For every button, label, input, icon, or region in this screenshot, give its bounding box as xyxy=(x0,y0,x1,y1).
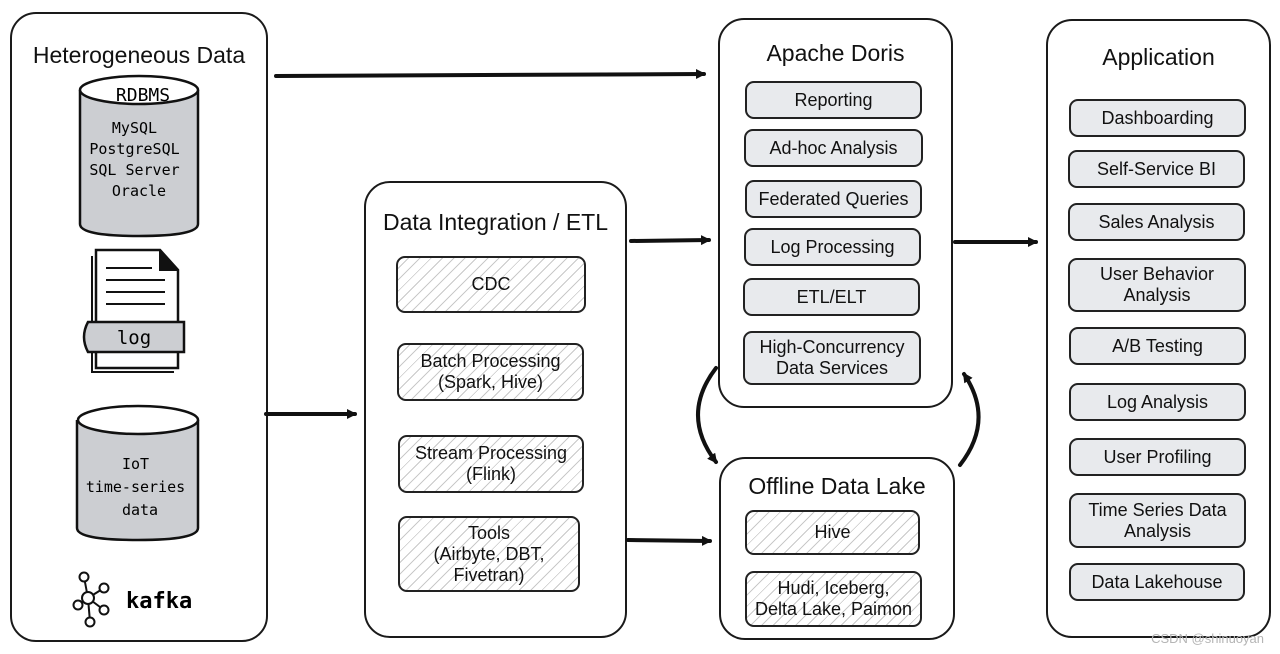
rdbms-items: MySQL PostgreSQL SQL Server Oracle xyxy=(89,119,188,200)
rdbms-item-0: MySQL xyxy=(112,119,157,137)
arrow-sources-to-doris xyxy=(274,69,706,80)
rdbms-item-1: PostgreSQL xyxy=(89,140,179,158)
app-item-data-lakehouse: Data Lakehouse xyxy=(1069,563,1245,601)
doris-item-reporting: Reporting xyxy=(745,81,922,119)
log-file-icon: log xyxy=(82,248,186,373)
watermark: CSDN @shinuoyan xyxy=(1151,631,1264,646)
lake-item-hive: Hive xyxy=(745,510,920,555)
etl-item-stream-processing: Stream Processing (Flink) xyxy=(398,435,584,493)
iot-database-icon: IoT time-series data xyxy=(75,404,200,542)
etl-title: Data Integration / ETL xyxy=(382,209,608,235)
kafka-label: kafka xyxy=(126,589,192,614)
application-title: Application xyxy=(1102,44,1215,70)
app-item-user-profiling: User Profiling xyxy=(1069,438,1246,476)
arrow-etl-to-lake xyxy=(626,535,712,546)
app-item-time-series-analysis: Time Series Data Analysis xyxy=(1069,493,1246,548)
log-label: log xyxy=(117,327,151,349)
iot-line-2: data xyxy=(122,501,158,519)
flow-arrows xyxy=(264,69,1038,546)
iot-label: IoT time-series data xyxy=(86,455,194,519)
lake-item-hudi-iceberg: Hudi, Iceberg, Delta Lake, Paimon xyxy=(745,571,922,627)
etl-item-batch-processing: Batch Processing (Spark, Hive) xyxy=(397,343,584,401)
rdbms-item-2: SQL Server xyxy=(89,161,179,179)
app-item-self-service-bi: Self-Service BI xyxy=(1068,150,1245,188)
apache-doris-title: Apache Doris xyxy=(766,40,905,66)
arrow-etl-to-doris xyxy=(629,235,711,246)
doris-item-adhoc-analysis: Ad-hoc Analysis xyxy=(744,129,923,167)
rdbms-label: RDBMS xyxy=(116,85,170,106)
doris-item-high-concurrency: High-Concurrency Data Services xyxy=(743,331,921,385)
rdbms-database-icon: RDBMS MySQL PostgreSQL SQL Server Oracle xyxy=(78,74,200,238)
kafka-logo-icon xyxy=(72,571,110,628)
app-item-dashboarding: Dashboarding xyxy=(1069,99,1246,137)
etl-item-tools: Tools (Airbyte, DBT, Fivetran) xyxy=(398,516,580,592)
doris-item-log-processing: Log Processing xyxy=(744,228,921,266)
app-item-ab-testing: A/B Testing xyxy=(1069,327,1246,365)
arrow-doris-to-lake xyxy=(696,366,718,464)
etl-item-cdc: CDC xyxy=(396,256,586,313)
rdbms-item-3: Oracle xyxy=(112,182,166,200)
doris-item-etl-elt: ETL/ELT xyxy=(743,278,920,316)
app-item-sales-analysis: Sales Analysis xyxy=(1068,203,1245,241)
iot-line-1: time-series xyxy=(86,478,185,496)
app-item-log-analysis: Log Analysis xyxy=(1069,383,1246,421)
doris-item-federated-queries: Federated Queries xyxy=(745,180,922,218)
app-item-user-behavior-analysis: User Behavior Analysis xyxy=(1068,258,1246,312)
offline-data-lake-title: Offline Data Lake xyxy=(748,473,926,499)
iot-line-0: IoT xyxy=(122,455,149,473)
arrow-lake-to-doris xyxy=(958,372,981,467)
heterogeneous-data-title: Heterogeneous Data xyxy=(32,42,246,68)
